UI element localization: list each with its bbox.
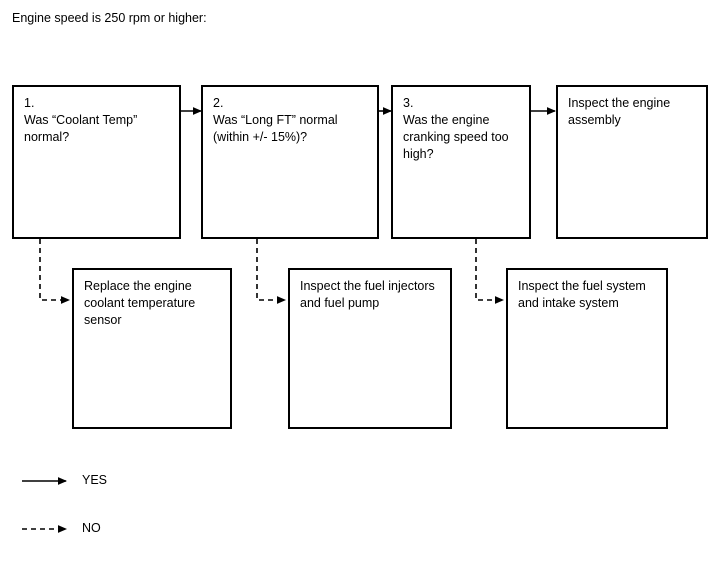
decision-node-2-number: 2. xyxy=(213,96,224,110)
action-node-3-text: Inspect the fuel system and intake syste… xyxy=(518,279,646,310)
decision-node-3[interactable]: 3. Was the engine cranking speed too hig… xyxy=(391,85,531,239)
action-node-2-text: Inspect the fuel injectors and fuel pump xyxy=(300,279,435,310)
edge-no-2-to-action-2 xyxy=(256,239,286,304)
edge-no-1-to-action-1 xyxy=(39,239,70,304)
action-node-1[interactable]: Replace the engine coolant temperature s… xyxy=(72,268,232,429)
legend-no-label: NO xyxy=(82,521,101,535)
decision-node-1-text: Was “Coolant Temp” normal? xyxy=(24,113,138,144)
decision-node-1[interactable]: 1. Was “Coolant Temp” normal? xyxy=(12,85,181,239)
legend-yes-label: YES xyxy=(82,473,108,487)
terminal-node-engine-assembly[interactable]: Inspect the engine assembly xyxy=(556,85,708,239)
action-node-2[interactable]: Inspect the fuel injectors and fuel pump xyxy=(288,268,452,429)
action-node-3[interactable]: Inspect the fuel system and intake syste… xyxy=(506,268,668,429)
edge-no-3-to-action-3 xyxy=(475,239,504,304)
decision-node-2[interactable]: 2. Was “Long FT” normal (within +/- 15%)… xyxy=(201,85,379,239)
decision-node-3-text: Was the engine cranking speed too high? xyxy=(403,113,509,161)
page-title: Engine speed is 250 rpm or higher: xyxy=(12,11,207,25)
decision-node-3-number: 3. xyxy=(403,96,414,110)
decision-node-2-text: Was “Long FT” normal (within +/- 15%)? xyxy=(213,113,338,144)
terminal-node-text: Inspect the engine assembly xyxy=(568,96,671,127)
decision-node-1-number: 1. xyxy=(24,96,35,110)
action-node-1-text: Replace the engine coolant temperature s… xyxy=(84,279,196,327)
